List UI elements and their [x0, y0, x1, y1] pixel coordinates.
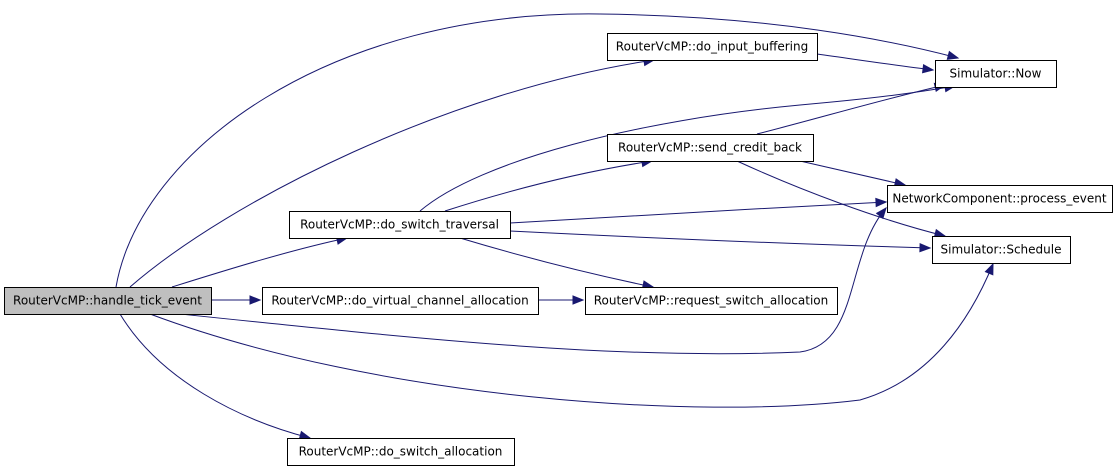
edge-line [816, 53, 934, 71]
node-label: RouterVcMP::handle_tick_event [13, 294, 202, 308]
edge-send_credit_back-to-process_event [799, 160, 907, 188]
arrow-head [946, 50, 960, 60]
node-box [607, 33, 818, 61]
node-box [932, 236, 1071, 264]
edge-line [756, 84, 946, 135]
edge-do_switch_traversal-to-send_credit_back [444, 157, 654, 212]
edge-line [419, 85, 956, 212]
node-process_event[interactable]: NetworkComponent::process_event [887, 185, 1113, 213]
node-request_switch_allocation[interactable]: RouterVcMP::request_switch_allocation [585, 287, 838, 315]
node-box [287, 438, 515, 466]
arrow-head [919, 242, 932, 253]
arrow-head [249, 295, 262, 305]
node-do_switch_allocation[interactable]: RouterVcMP::do_switch_allocation [287, 438, 515, 466]
edge-do_switch_traversal-to-request_switch_allocation [459, 237, 655, 290]
edge-line [115, 13, 959, 288]
edge-handle_tick_event-to-do_switch_allocation [119, 313, 312, 440]
node-box [262, 287, 539, 315]
edge-line [129, 59, 655, 288]
arrow-head [875, 206, 887, 220]
edge-line [179, 207, 887, 355]
edge-do_switch_traversal-to-schedule [509, 230, 932, 253]
edge-line [149, 263, 994, 408]
edge-handle_tick_event-to-schedule [149, 262, 994, 408]
node-box [289, 211, 511, 239]
edges [115, 13, 994, 440]
node-do_input_buffering[interactable]: RouterVcMP::do_input_buffering [607, 33, 818, 61]
arrow-head [875, 197, 888, 208]
node-do_switch_traversal[interactable]: RouterVcMP::do_switch_traversal [289, 211, 511, 239]
node-label: RouterVcMP::request_switch_allocation [594, 294, 828, 308]
node-do_virtual_channel_allocation[interactable]: RouterVcMP::do_virtual_channel_allocatio… [262, 287, 539, 315]
edge-line [799, 160, 906, 186]
edge-handle_tick_event-to-do_input_buffering [129, 56, 656, 288]
edge-line [119, 313, 311, 439]
edge-line [509, 230, 931, 249]
edge-handle_tick_event-to-do_switch_traversal [171, 235, 349, 288]
node-box [887, 185, 1113, 213]
node-box [607, 134, 814, 162]
edge-do_virtual_channel_allocation-to-request_switch_allocation [538, 295, 585, 305]
node-label: RouterVcMP::do_virtual_channel_allocatio… [271, 294, 528, 308]
node-box [585, 287, 838, 315]
arrow-head [984, 262, 994, 276]
node-label: RouterVcMP::do_switch_traversal [300, 218, 499, 232]
edge-line [171, 237, 348, 288]
node-box [4, 287, 212, 315]
node-label: Simulator::Schedule [941, 243, 1062, 257]
edge-handle_tick_event-to-now [115, 13, 960, 288]
edge-do_switch_traversal-to-process_event [509, 197, 888, 224]
node-now[interactable]: Simulator::Now [935, 60, 1057, 88]
node-handle_tick_event[interactable]: RouterVcMP::handle_tick_event [4, 287, 212, 315]
node-schedule[interactable]: Simulator::Schedule [932, 236, 1071, 264]
node-label: RouterVcMP::do_input_buffering [616, 40, 808, 54]
node-box [935, 60, 1057, 88]
node-label: NetworkComponent::process_event [892, 192, 1106, 206]
edge-handle_tick_event-to-do_virtual_channel_allocation [211, 295, 262, 305]
node-send_credit_back[interactable]: RouterVcMP::send_credit_back [607, 134, 814, 162]
edge-send_credit_back-to-now [756, 82, 947, 135]
edge-handle_tick_event-to-process_event [179, 206, 887, 355]
node-label: RouterVcMP::send_credit_back [618, 141, 802, 155]
node-label: Simulator::Now [950, 67, 1042, 81]
edge-line [444, 160, 653, 212]
arrow-head [921, 64, 935, 74]
edge-do_input_buffering-to-now [816, 53, 935, 74]
edge-line [509, 201, 887, 224]
edge-line [736, 160, 946, 237]
arrow-head [572, 295, 585, 305]
nodes: RouterVcMP::handle_tick_eventRouterVcMP:… [4, 33, 1113, 466]
node-label: RouterVcMP::do_switch_allocation [299, 445, 503, 459]
edge-line [459, 237, 654, 288]
